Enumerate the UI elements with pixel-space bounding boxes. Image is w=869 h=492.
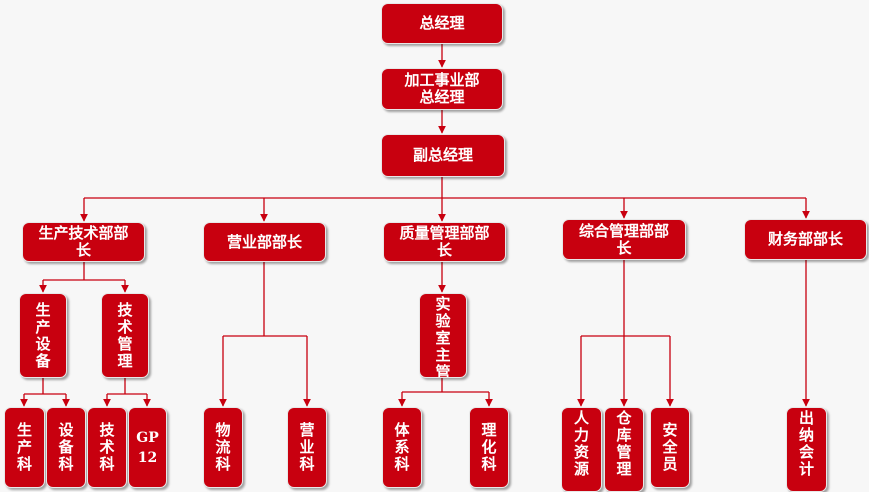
deputy-gm-box: 副总经理 [381, 134, 505, 177]
lab-head-label: 实验室主管 [435, 295, 451, 378]
logistics-section-label: 物流科 [215, 421, 231, 473]
technical-section-box: 技术科 [87, 407, 127, 488]
safety-officer-box: 安全员 [650, 407, 690, 488]
sales-section-label: 营业科 [299, 421, 315, 473]
production-equipment-box: 生产设备 [19, 293, 67, 378]
physical-chemical-section-label: 理化科 [481, 421, 497, 473]
production-section-box: 生产科 [4, 407, 45, 488]
technical-management-box: 技术管理 [101, 293, 149, 378]
general-admin-dept-head-label: 综合管理部部长 [578, 221, 669, 257]
quality-dept-head-label: 质量管理部部长 [399, 224, 490, 259]
lab-head-box: 实验室主管 [419, 293, 467, 378]
general-manager-box: 总经理 [381, 3, 503, 44]
finance-dept-head-label: 财务部部长 [767, 230, 843, 248]
equipment-section-label: 设备科 [58, 421, 74, 473]
system-section-box: 体系科 [382, 407, 422, 488]
physical-chemical-section-box: 理化科 [469, 407, 509, 488]
gp12-box: GP 12 [128, 407, 167, 488]
warehouse-management-label: 仓库管理 [616, 409, 632, 478]
sales-dept-head-box: 营业部部长 [203, 222, 326, 262]
equipment-section-box: 设备科 [46, 407, 86, 488]
general-manager-label: 总经理 [419, 14, 465, 32]
technical-section-label: 技术科 [99, 421, 115, 473]
logistics-section-box: 物流科 [203, 407, 243, 488]
human-resources-box: 人力资源 [561, 407, 602, 492]
safety-officer-label: 安全员 [662, 421, 678, 473]
prod-tech-dept-head-box: 生产技术部部长 [22, 222, 145, 262]
production-equipment-label: 生产设备 [35, 300, 51, 370]
general-admin-dept-head-box: 综合管理部部长 [562, 219, 686, 260]
processing-division-gm-box: 加工事业部总经理 [381, 68, 503, 110]
system-section-label: 体系科 [394, 421, 410, 473]
production-section-label: 生产科 [17, 421, 33, 473]
prod-tech-dept-head-label: 生产技术部部长 [38, 224, 129, 259]
deputy-gm-label: 副总经理 [412, 146, 473, 164]
sales-dept-head-label: 营业部部长 [226, 232, 302, 251]
processing-division-gm-label: 加工事业部总经理 [404, 71, 480, 106]
sales-section-box: 营业科 [287, 407, 327, 488]
finance-dept-head-box: 财务部部长 [744, 219, 867, 260]
warehouse-management-box: 仓库管理 [604, 407, 644, 492]
gp12-label: GP 12 [136, 429, 159, 466]
quality-dept-head-box: 质量管理部部长 [383, 222, 506, 262]
technical-management-label: 技术管理 [117, 300, 133, 370]
cashier-accounting-label: 出纳会计 [799, 409, 815, 478]
cashier-accounting-box: 出纳会计 [786, 407, 827, 492]
human-resources-label: 人力资源 [574, 409, 590, 478]
